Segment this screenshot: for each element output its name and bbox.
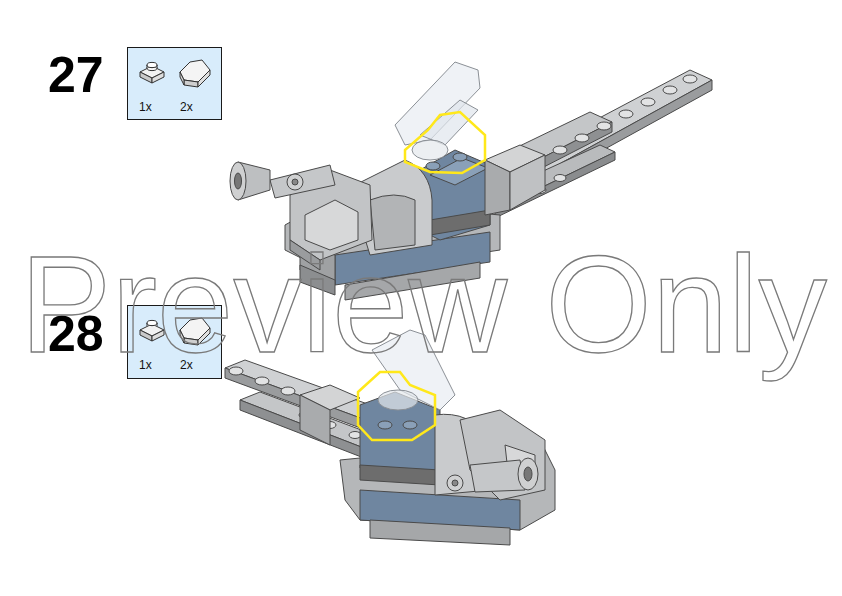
highlight-outline (358, 372, 435, 440)
watermark: Preview Only (20, 236, 827, 373)
highlight-outline (405, 112, 485, 173)
step-number: 27 (48, 50, 104, 100)
part-icons (140, 60, 210, 87)
parts-box-ground (127, 47, 222, 120)
part-quantity: 2x (180, 101, 193, 113)
parts-callout-box: 1x 2x (127, 47, 222, 120)
part-quantity: 1x (139, 101, 152, 113)
